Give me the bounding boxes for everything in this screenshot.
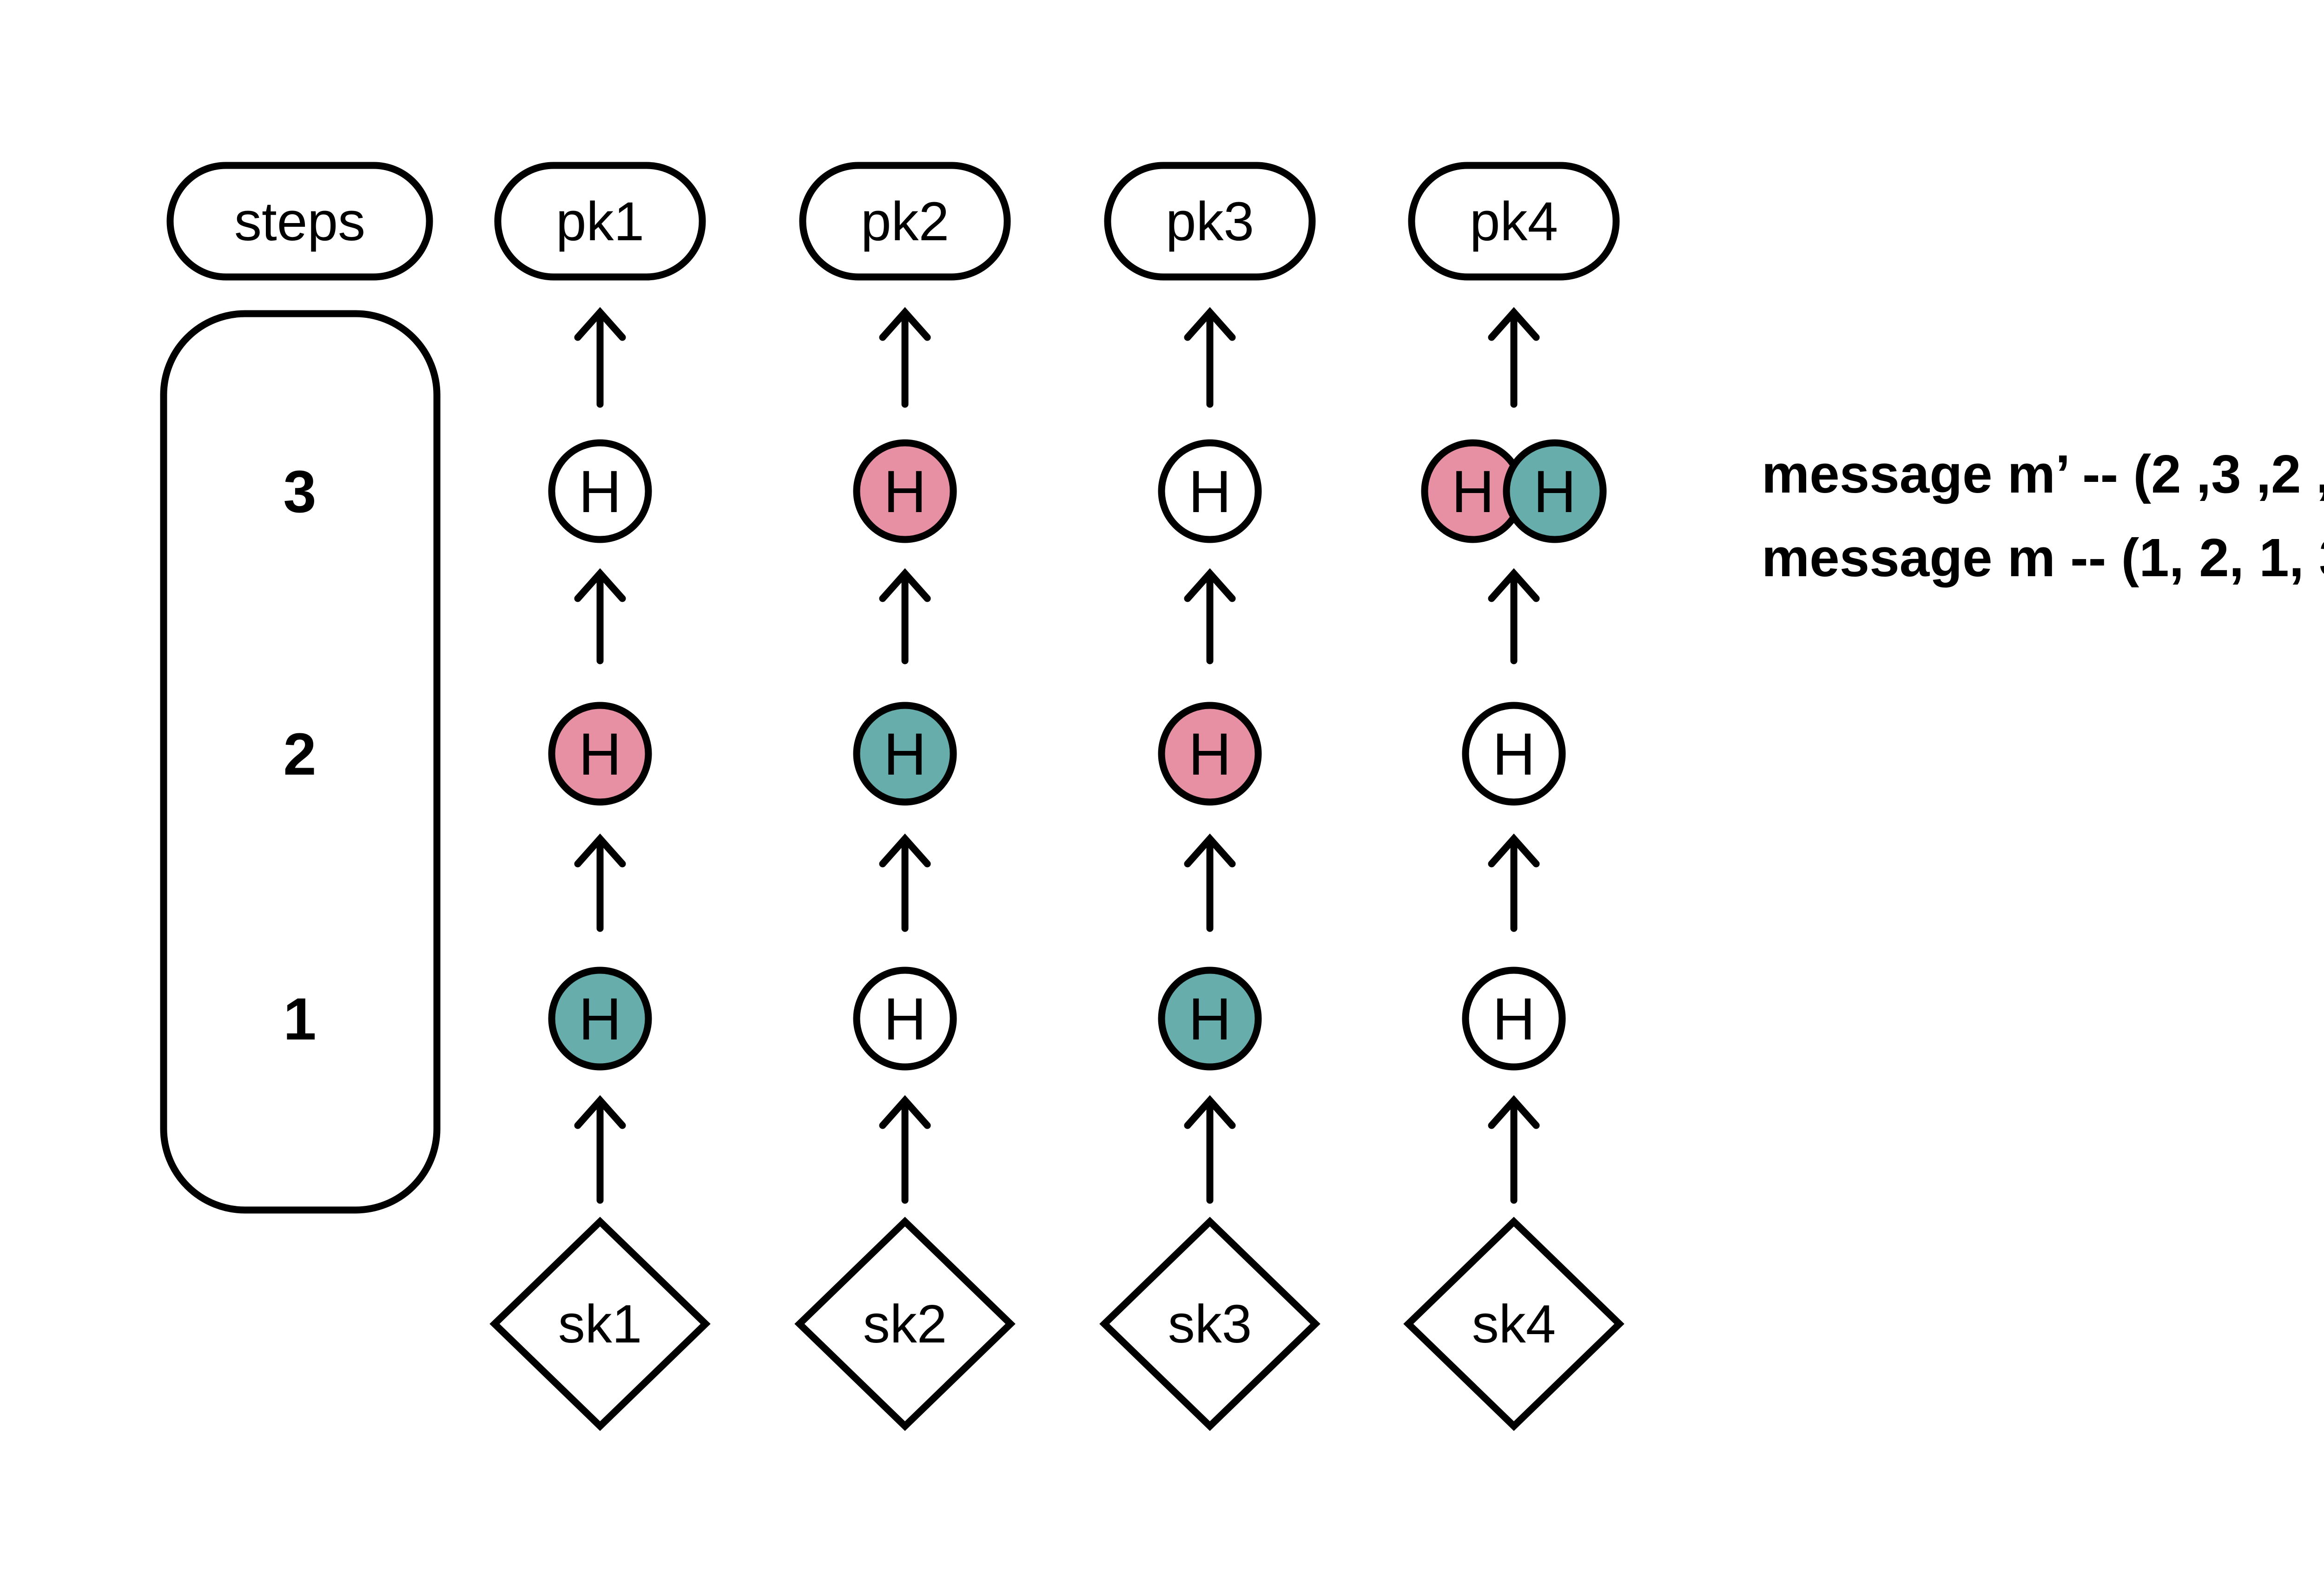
sk1-diamond (489, 1217, 711, 1431)
sk1-label: sk1 (558, 1294, 642, 1354)
pk1-label: pk1 (556, 191, 644, 252)
legend-message-m: message m -- (1, 2, 1, 3) (1762, 527, 2324, 588)
chain1-step1-node (548, 967, 652, 1071)
chain1-arrow-sk-to-step1 (574, 1095, 626, 1204)
sk4-label: sk4 (1472, 1294, 1556, 1354)
steps-header-pill (166, 162, 433, 281)
step-number-3: 3 (283, 459, 316, 525)
chain1-step3-node (548, 439, 652, 543)
pk1-pill (494, 162, 706, 281)
sk3-diamond (1099, 1217, 1320, 1431)
chain3-arrow-step2-to-step3 (1184, 568, 1236, 664)
chain3-step3-node (1158, 439, 1262, 543)
chain4-step2-label: H (1492, 721, 1535, 788)
legend-message-m-prime: message m’ -- (2 ,3 ,2 ,3) (1762, 444, 2324, 504)
chain2-arrow-to-pk (879, 307, 931, 408)
chain3-step2-node (1158, 702, 1262, 806)
chain4-arrow-step2-to-step3 (1488, 568, 1540, 664)
chain-3: pk3 H H H sk3 (1099, 162, 1320, 1431)
chain2-step2-label: H (884, 721, 926, 788)
chain1-step2-label: H (579, 721, 621, 788)
chain2-arrow-step1-to-step2 (879, 833, 931, 932)
chain4-step1-node (1462, 967, 1566, 1071)
chain3-step1-node (1158, 967, 1262, 1071)
chain2-arrow-step2-to-step3 (879, 568, 931, 664)
chain4-step3-node-right (1503, 439, 1607, 543)
chain4-step3-label-left: H (1452, 459, 1494, 525)
pk2-pill (799, 162, 1011, 281)
chain2-step3-label: H (884, 459, 926, 525)
steps-column-box (160, 310, 441, 1214)
step-number-2: 2 (283, 721, 316, 788)
chain4-arrow-sk-to-step1 (1488, 1095, 1540, 1204)
pk4-label: pk4 (1470, 191, 1558, 252)
pk4-pill (1408, 162, 1620, 281)
chain4-arrow-to-pk (1488, 307, 1540, 408)
chain1-step2-node (548, 702, 652, 806)
pk2-label: pk2 (861, 191, 949, 252)
pk3-label: pk3 (1166, 191, 1254, 252)
chain3-arrow-to-pk (1184, 307, 1236, 408)
chain4-step1-label: H (1492, 986, 1535, 1053)
chain3-step3-label: H (1188, 459, 1231, 525)
chain2-arrow-sk-to-step1 (879, 1095, 931, 1204)
steps-header-label: steps (234, 191, 365, 252)
chain2-step2-node (853, 702, 957, 806)
sk3-label: sk3 (1168, 1294, 1252, 1354)
chain-2: pk2 H H H sk2 (794, 162, 1016, 1431)
chain1-arrow-to-pk (574, 307, 626, 408)
chain4-step3-label-right: H (1533, 459, 1576, 525)
step-number-1: 1 (283, 986, 316, 1053)
chain3-arrow-sk-to-step1 (1184, 1095, 1236, 1204)
sk2-label: sk2 (863, 1294, 947, 1354)
chain2-step1-node (853, 967, 957, 1071)
chain1-step1-label: H (579, 986, 621, 1053)
chain4-step2-node (1462, 702, 1566, 806)
chain2-step3-node (853, 439, 957, 543)
chain3-arrow-step1-to-step2 (1184, 833, 1236, 932)
chain2-step1-label: H (884, 986, 926, 1053)
chain3-step2-label: H (1188, 721, 1231, 788)
pk3-pill (1104, 162, 1316, 281)
chain3-step1-label: H (1188, 986, 1231, 1053)
chain4-arrow-step1-to-step2 (1488, 833, 1540, 932)
sk4-diamond (1403, 1217, 1624, 1431)
chain1-arrow-step1-to-step2 (574, 833, 626, 932)
chain1-arrow-step2-to-step3 (574, 568, 626, 664)
sk2-diamond (794, 1217, 1016, 1431)
chain-4: pk4 H H H H sk4 (1403, 162, 1624, 1431)
chain-1: pk1 H H H sk1 (489, 162, 711, 1431)
chain1-step3-label: H (579, 459, 621, 525)
